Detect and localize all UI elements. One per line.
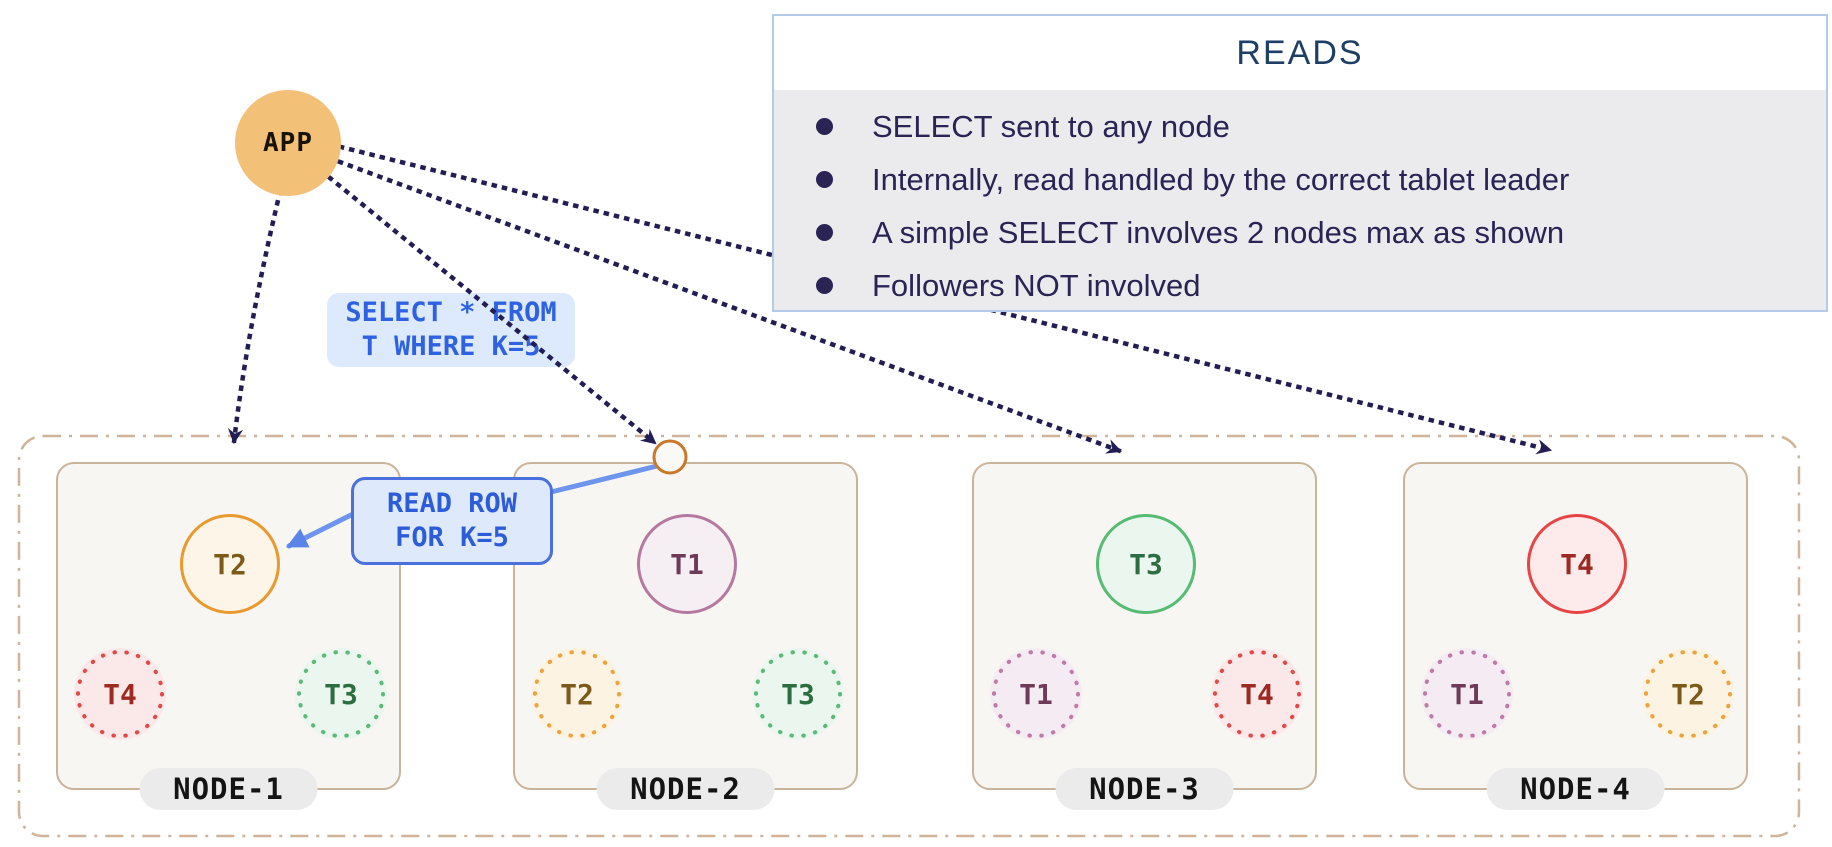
bullet-icon: [816, 118, 833, 135]
dashed-ring-icon: [297, 650, 385, 738]
reads-panel: READS SELECT sent to any node Internally…: [772, 14, 1828, 312]
node-name-label: NODE-3: [1055, 768, 1234, 810]
arrow-app-to-node2: [326, 174, 659, 447]
node-name-label: NODE-4: [1486, 768, 1665, 810]
arrow-app-to-node4: [338, 144, 1553, 455]
reads-bullet: SELECT sent to any node: [816, 100, 1806, 153]
reads-bullet: Internally, read handled by the correct …: [816, 153, 1806, 206]
dashed-ring-icon: [76, 650, 164, 738]
tablet-follower-label: T4: [1240, 677, 1274, 711]
app-label: APP: [263, 128, 313, 158]
arrow-readrow-to-leader-t2: [286, 511, 356, 549]
app-node: APP: [235, 90, 341, 196]
node-name-label: NODE-2: [596, 768, 775, 810]
tablet-follower-label: T1: [1450, 677, 1484, 711]
bullet-icon: [816, 171, 833, 188]
dashed-ring-icon: [1423, 650, 1511, 738]
bullet-text: Followers NOT involved: [872, 267, 1201, 303]
tablet-follower-label: T3: [781, 677, 815, 711]
arrow-app-to-node1: [227, 189, 283, 445]
tablet-follower: T2: [1642, 648, 1734, 740]
dashed-ring-icon: [1213, 650, 1301, 738]
bullet-text: Internally, read handled by the correct …: [872, 161, 1570, 197]
tablet-leader: T3: [1096, 514, 1196, 614]
reads-panel-title: READS: [1236, 33, 1364, 72]
request-entry-point-circle: [652, 439, 688, 475]
tablet-leader-label: T4: [1560, 547, 1594, 581]
tablet-leader: T1: [637, 514, 737, 614]
tablet-follower: T3: [752, 648, 844, 740]
tablet-follower: T4: [1211, 648, 1303, 740]
tablet-follower: T1: [990, 648, 1082, 740]
reads-bullet: Followers NOT involved: [816, 259, 1806, 312]
tablet-leader-label: T1: [670, 547, 704, 581]
read-row-line2: FOR K=5: [395, 522, 509, 553]
tablet-follower-label: T1: [1019, 677, 1053, 711]
tablet-follower-label: T4: [103, 677, 137, 711]
dashed-ring-icon: [1644, 650, 1732, 738]
tablet-leader-label: T2: [213, 547, 247, 581]
query-label: SELECT * FROM T WHERE K=5: [327, 293, 575, 367]
dashed-ring-icon: [992, 650, 1080, 738]
bullet-text: SELECT sent to any node: [872, 108, 1230, 144]
arrow-app-to-node3: [337, 159, 1123, 454]
bullet-text: A simple SELECT involves 2 nodes max as …: [872, 214, 1565, 250]
read-row-callout: READ ROW FOR K=5: [351, 477, 553, 565]
query-label-line2: T WHERE K=5: [361, 331, 541, 362]
tablet-leader-label: T3: [1129, 547, 1163, 581]
node-box: T4 T1 T2 NODE-4: [1403, 462, 1748, 810]
tablet-leader: T4: [1527, 514, 1627, 614]
reads-bullet-list: SELECT sent to any node Internally, read…: [774, 90, 1826, 310]
bullet-icon: [816, 224, 833, 241]
dashed-ring-icon: [754, 650, 842, 738]
node-box: T2 T4 T3 NODE-1: [56, 462, 401, 810]
line-entrypoint-to-readrow: [548, 463, 660, 495]
node-box: T3 T1 T4 NODE-3: [972, 462, 1317, 810]
cluster-dashed-border: [17, 434, 1801, 838]
tablet-leader: T2: [180, 514, 280, 614]
tablet-follower-label: T2: [1671, 677, 1705, 711]
tablet-follower: T4: [74, 648, 166, 740]
tablet-follower-label: T3: [324, 677, 358, 711]
reads-bullet: A simple SELECT involves 2 nodes max as …: [816, 206, 1806, 259]
read-row-line1: READ ROW: [386, 488, 518, 519]
dashed-ring-icon: [533, 650, 621, 738]
node-box: T1 T2 T3 NODE-2: [513, 462, 858, 810]
bullet-icon: [816, 277, 833, 294]
node-name-label: NODE-1: [139, 768, 318, 810]
query-label-line1: SELECT * FROM: [345, 297, 557, 328]
tablet-follower-label: T2: [560, 677, 594, 711]
tablet-follower: T3: [295, 648, 387, 740]
tablet-follower: T2: [531, 648, 623, 740]
tablet-follower: T1: [1421, 648, 1513, 740]
